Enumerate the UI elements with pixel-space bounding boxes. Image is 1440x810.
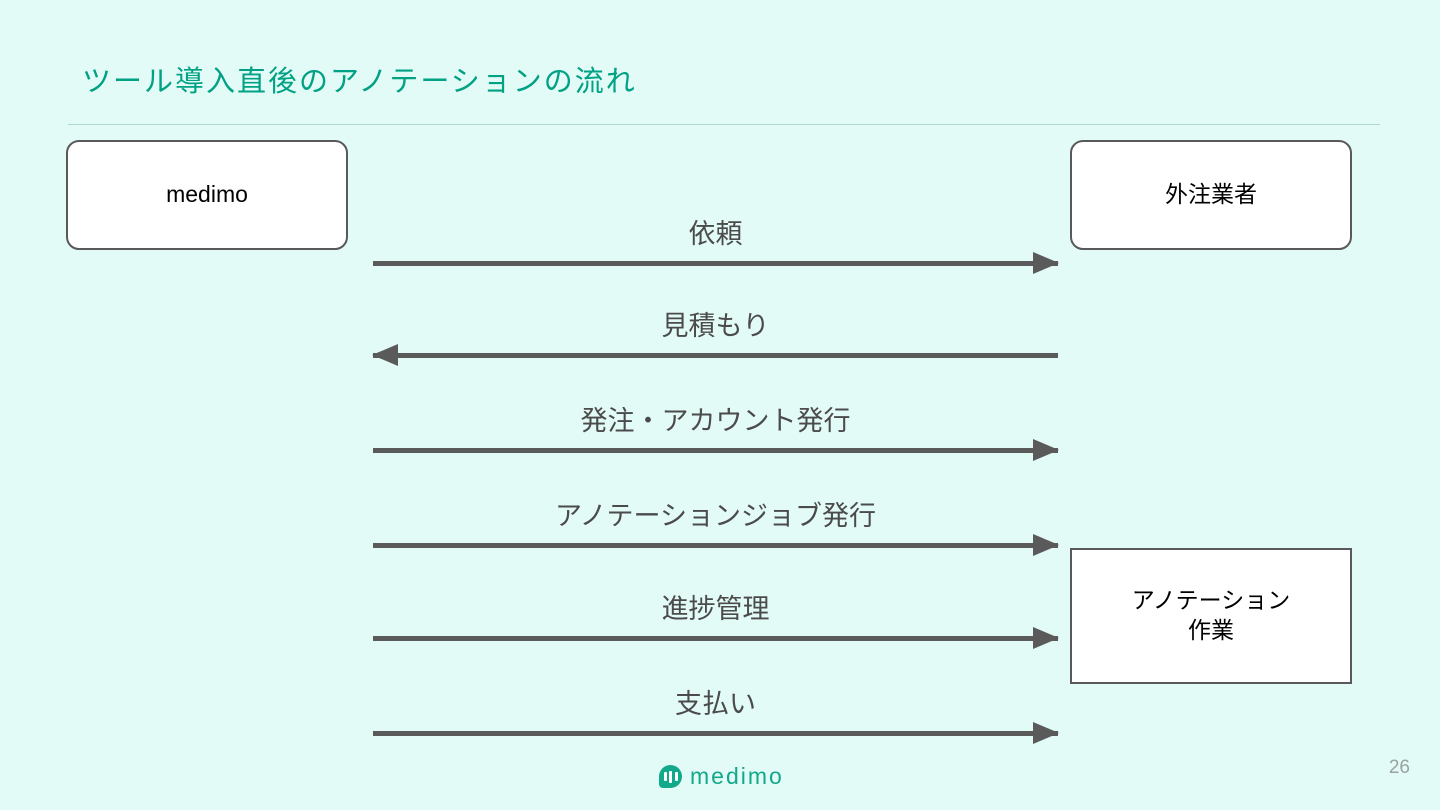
message-label-1: 依頼 [688,219,743,249]
actor-box-annotation-work: アノテーション 作業 [1070,548,1352,684]
medimo-speech-bubble-icon [659,765,682,788]
arrow-right-icon [1033,534,1059,556]
message-line-3 [373,439,1059,461]
message-line-1 [373,252,1059,274]
logo-bar-3 [674,772,678,781]
page-title: ツール導入直後のアノテーションの流れ [82,66,637,98]
actor-box-vendor: 外注業者 [1070,140,1352,250]
annotation-work-line2: 作業 [1187,617,1234,643]
message-line-5 [373,627,1059,649]
footer-logo: medimo [659,763,784,790]
message-line-2 [372,344,1058,366]
actor-label-annotation-work: アノテーション 作業 [1132,586,1290,646]
actor-label-medimo: medimo [166,181,248,208]
arrow-right-icon [1033,627,1059,649]
arrow-right-icon [1033,439,1059,461]
annotation-work-line1: アノテーション [1131,587,1291,614]
arrow-right-icon [1033,252,1059,274]
logo-bar-2 [669,770,672,783]
message-label-5: 進捗管理 [661,594,770,624]
page-number: 26 [1388,757,1410,778]
message-label-4: アノテーションジョブ発行 [554,501,877,531]
title-divider [68,124,1380,125]
arrow-left-icon [372,344,398,366]
actor-box-medimo: medimo [66,140,348,250]
message-label-3: 発注・アカウント発行 [580,406,851,436]
footer-logo-text: medimo [690,763,784,789]
message-line-6 [373,722,1059,744]
message-label-2: 見積もり [661,311,770,341]
logo-bar-1 [663,772,667,781]
message-line-4 [373,534,1059,556]
actor-label-vendor: 外注業者 [1165,181,1257,208]
arrow-right-icon [1033,722,1059,744]
message-label-6: 支払い [675,689,756,719]
